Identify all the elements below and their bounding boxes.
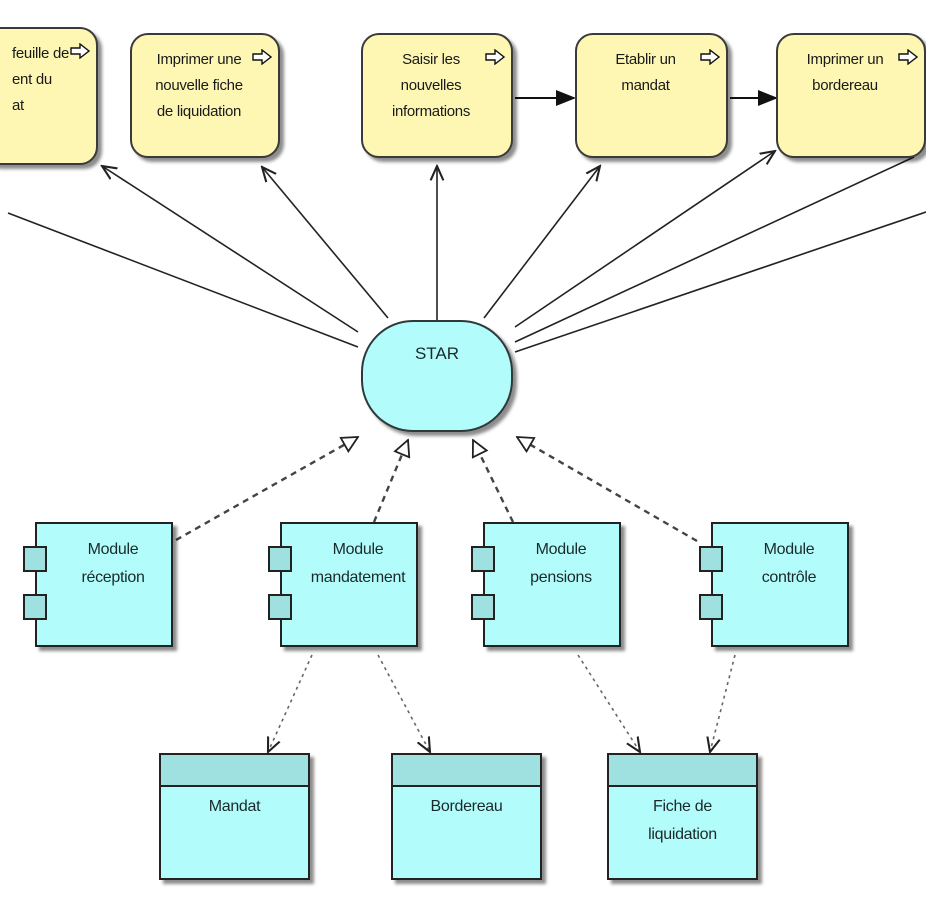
- component-port-icon: [471, 594, 495, 620]
- component-label: Module réception: [81, 541, 145, 586]
- data-object-label: Fiche de liquidation: [648, 798, 717, 843]
- component-label: Module pensions: [530, 541, 592, 586]
- component-port-icon: [23, 594, 47, 620]
- process-p4[interactable]: Etablir un mandat: [575, 33, 728, 158]
- realization-edges: [175, 435, 698, 543]
- process-arrow-icon: [252, 49, 272, 65]
- process-arrow-icon: [70, 43, 90, 59]
- data-object-label: Mandat: [208, 798, 261, 815]
- application-label: STAR: [414, 344, 460, 363]
- edge-c3-star[interactable]: [473, 440, 515, 523]
- data-object-bordereau[interactable]: Bordereau: [391, 753, 542, 880]
- data-object-label: Bordereau: [430, 798, 503, 815]
- edge-star-offscreen-left[interactable]: [7, 212, 359, 348]
- edge-star-p4[interactable]: [483, 166, 600, 319]
- component-port-icon: [471, 546, 495, 572]
- process-p5[interactable]: Imprimer un bordereau: [776, 33, 926, 158]
- edge-c3-d3[interactable]: [577, 654, 640, 752]
- edge-star-offscreen-right-2[interactable]: [514, 211, 926, 353]
- process-arrow-icon: [898, 49, 918, 65]
- edge-c2-d2[interactable]: [377, 654, 430, 752]
- process-p1[interactable]: feuille de ent du at: [0, 27, 98, 165]
- process-label: Saisir les nouvelles informations: [391, 51, 471, 120]
- component-port-icon: [23, 546, 47, 572]
- component-label: Module mandatement: [310, 541, 406, 586]
- data-object-header: [609, 755, 756, 787]
- component-module-reception[interactable]: Module réception: [23, 522, 173, 647]
- process-arrow-icon: [700, 49, 720, 65]
- edge-star-p1[interactable]: [102, 166, 359, 333]
- data-object-mandat[interactable]: Mandat: [159, 753, 310, 880]
- edge-c4-star[interactable]: [517, 435, 698, 543]
- process-p2[interactable]: Imprimer une nouvelle fiche de liquidati…: [130, 33, 280, 158]
- process-label: Etablir un mandat: [615, 51, 676, 94]
- process-label: feuille de ent du at: [12, 45, 70, 114]
- edge-c4-d3[interactable]: [710, 654, 736, 752]
- process-p3[interactable]: Saisir les nouvelles informations: [361, 33, 513, 158]
- edge-star-p5[interactable]: [514, 151, 775, 328]
- data-object-header: [161, 755, 308, 787]
- edge-c1-star[interactable]: [175, 435, 358, 542]
- data-object-header: [393, 755, 540, 787]
- edge-star-p2[interactable]: [262, 167, 389, 319]
- process-arrow-icon: [485, 49, 505, 65]
- component-label: Module contrôle: [761, 541, 817, 586]
- process-label: Imprimer un bordereau: [806, 51, 884, 94]
- component-module-mandatement[interactable]: Module mandatement: [268, 522, 418, 647]
- application-star[interactable]: STAR: [361, 320, 513, 432]
- component-module-pensions[interactable]: Module pensions: [471, 522, 621, 647]
- component-port-icon: [268, 594, 292, 620]
- access-edges: [268, 654, 736, 752]
- edge-c2-d1[interactable]: [268, 654, 313, 752]
- process-label: Imprimer une nouvelle fiche de liquidati…: [155, 51, 243, 120]
- edge-star-offscreen-right-1[interactable]: [514, 156, 915, 343]
- data-object-fiche-de-liquidation[interactable]: Fiche de liquidation: [607, 753, 758, 880]
- component-port-icon: [268, 546, 292, 572]
- component-port-icon: [699, 546, 723, 572]
- component-module-controle[interactable]: Module contrôle: [699, 522, 849, 647]
- serving-edges: [7, 151, 926, 353]
- edge-c2-star[interactable]: [372, 440, 408, 523]
- component-port-icon: [699, 594, 723, 620]
